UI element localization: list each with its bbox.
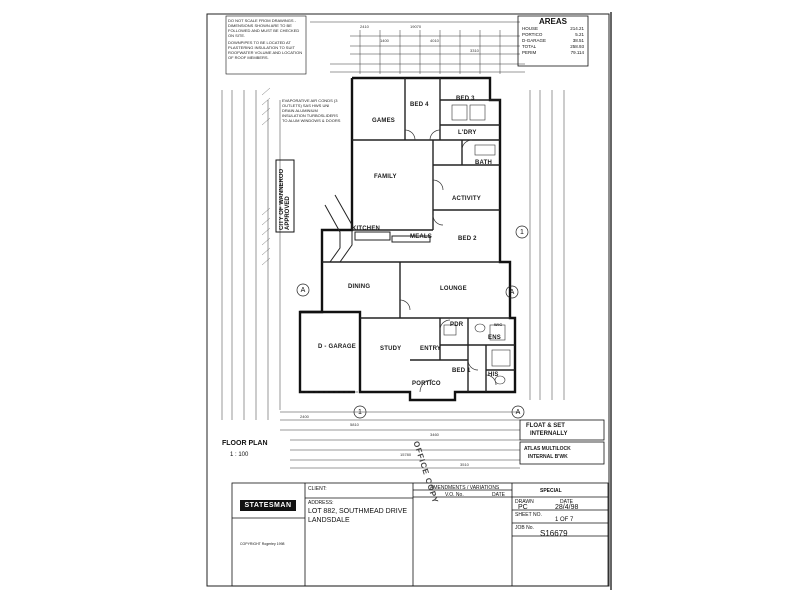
council-approval-stamp: CITY OF WANNEROO APPROVED (279, 168, 291, 230)
dimension-label: 3510 (460, 462, 469, 467)
address-label: ADDRESS: (308, 500, 334, 506)
downpipes-note: DOWNPIPES TO BE LOCATED AT PLASTERING IN… (228, 40, 303, 60)
job-label: JOB No. (515, 525, 534, 531)
room-garage: D - GARAGE (318, 344, 356, 350)
float-set-line2: INTERNALLY (530, 431, 568, 437)
client-label: CLIENT: (308, 486, 327, 492)
dimension-label: 3310 (470, 48, 479, 53)
room-his: HIS (488, 372, 499, 378)
scale-warning-note: DO NOT SCALE FROM DRAWINGS - DIMENSIONS … (228, 18, 300, 38)
dimension-label: 19070 (410, 24, 422, 29)
address-line2: LANDSDALE (308, 517, 350, 524)
svg-text:1: 1 (520, 229, 524, 236)
room-bed3: BED 3 (456, 96, 475, 102)
copyright-text: COPYRIGHT Rogerley 1998 (240, 542, 285, 546)
float-set-line4: INTERNAL B'WK (528, 454, 568, 460)
drawn-value: PC (518, 504, 528, 511)
date-label: DATE (560, 499, 573, 505)
float-set-line3: ATLAS MULTILOCK (524, 446, 571, 452)
room-ens: ENS (488, 335, 501, 341)
room-portico: PORTICO (412, 381, 441, 387)
room-activity: ACTIVITY (452, 196, 481, 202)
svg-text:A: A (510, 289, 515, 296)
evaporative-note: EVAPORATIVE AIR CONDS (3 OUTLETS) SAS HW… (282, 98, 341, 123)
floor-plan-scale: 1 : 100 (230, 452, 249, 458)
room-bed4: BED 4 (410, 102, 429, 108)
dimension-label: 2410 (360, 24, 369, 29)
dimension-label: 1400 (380, 38, 389, 43)
room-games: GAMES (372, 118, 396, 124)
vo-label: V.O. No. (445, 492, 464, 498)
amendments-label: AMENDMENTS / VARIATIONS (430, 485, 500, 491)
dimension-label: 2400 (300, 414, 309, 419)
company-logo: STATESMAN (240, 500, 296, 511)
special-label: SPECIAL (540, 488, 562, 494)
sheet-value: 1 OF 7 (555, 517, 574, 523)
room-study: STUDY (380, 346, 402, 352)
date-value: 28/4/98 (555, 504, 579, 511)
dimension-label: 15780 (400, 452, 412, 457)
room-meals: MEALS (410, 234, 432, 240)
room-wc: W/C (494, 322, 503, 327)
room-pdr: PDR (450, 322, 464, 328)
drawn-label: DRAWN (515, 499, 534, 505)
svg-text:A: A (301, 287, 306, 294)
room-dining: DINING (348, 284, 371, 290)
svg-text:1: 1 (358, 409, 362, 416)
job-value: S16679 (540, 529, 568, 538)
areas-title: AREAS (538, 17, 567, 26)
room-ldry: L'DRY (458, 130, 477, 136)
room-bed1: BED 1 (452, 368, 471, 374)
dimension-label: 5810 (350, 422, 359, 427)
room-kitchen: KITCHEN (352, 226, 381, 232)
dimension-label: 3460 (430, 432, 439, 437)
room-lounge: LOUNGE (440, 286, 467, 292)
sheet-label: SHEET NO. (515, 512, 542, 518)
room-bed2: BED 2 (458, 236, 477, 242)
float-set-line1: FLOAT & SET (526, 423, 565, 429)
date-column-label: DATE (492, 492, 505, 498)
floor-plan-title: FLOOR PLAN (222, 440, 268, 447)
room-bath: BATH (475, 160, 493, 166)
dimension-label: 4010 (430, 38, 439, 43)
address-line1: LOT 882, SOUTHMEAD DRIVE (308, 508, 408, 515)
svg-text:A: A (516, 409, 521, 416)
room-entry: ENTRY (420, 346, 442, 352)
room-family: FAMILY (374, 174, 397, 180)
